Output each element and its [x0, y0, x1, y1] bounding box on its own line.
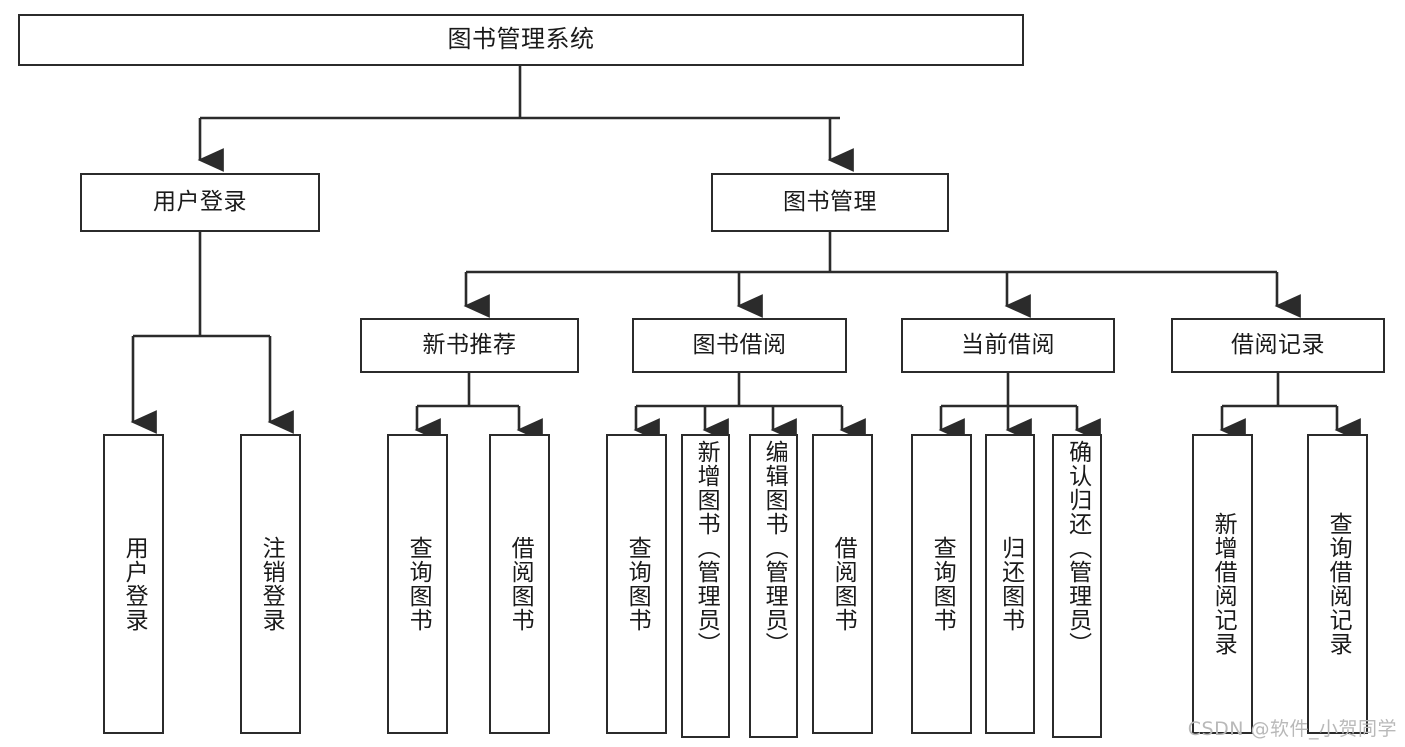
node-book-management[interactable]: 图书管理	[711, 173, 949, 232]
node-root-book-management-system[interactable]: 图书管理系统	[18, 14, 1024, 66]
leaf-borrow-book[interactable]: 借阅图书	[812, 434, 873, 734]
leaf-add-book-admin[interactable]: 新增图书（管理员）	[681, 434, 730, 738]
leaf-return-book[interactable]: 归还图书	[985, 434, 1035, 734]
node-user-login[interactable]: 用户登录	[80, 173, 320, 232]
node-new-book-recommend[interactable]: 新书推荐	[360, 318, 579, 373]
leaf-confirm-return-admin[interactable]: 确认归还（管理员）	[1052, 434, 1102, 738]
leaf-query-book-current[interactable]: 查询图书	[911, 434, 972, 734]
watermark-text: CSDN @软件_小贺同学	[1187, 718, 1397, 740]
leaf-add-borrow-record[interactable]: 新增借阅记录	[1192, 434, 1253, 734]
leaf-query-book-recommend[interactable]: 查询图书	[387, 434, 448, 734]
leaf-edit-book-admin[interactable]: 编辑图书（管理员）	[749, 434, 798, 738]
leaf-borrow-book-recommend[interactable]: 借阅图书	[489, 434, 550, 734]
leaf-query-book-borrow[interactable]: 查询图书	[606, 434, 667, 734]
node-current-borrow[interactable]: 当前借阅	[901, 318, 1115, 373]
leaf-user-login[interactable]: 用户登录	[103, 434, 164, 734]
node-book-borrow[interactable]: 图书借阅	[632, 318, 847, 373]
leaf-logout-login[interactable]: 注销登录	[240, 434, 301, 734]
leaf-query-borrow-record[interactable]: 查询借阅记录	[1307, 434, 1368, 734]
node-borrow-record[interactable]: 借阅记录	[1171, 318, 1385, 373]
